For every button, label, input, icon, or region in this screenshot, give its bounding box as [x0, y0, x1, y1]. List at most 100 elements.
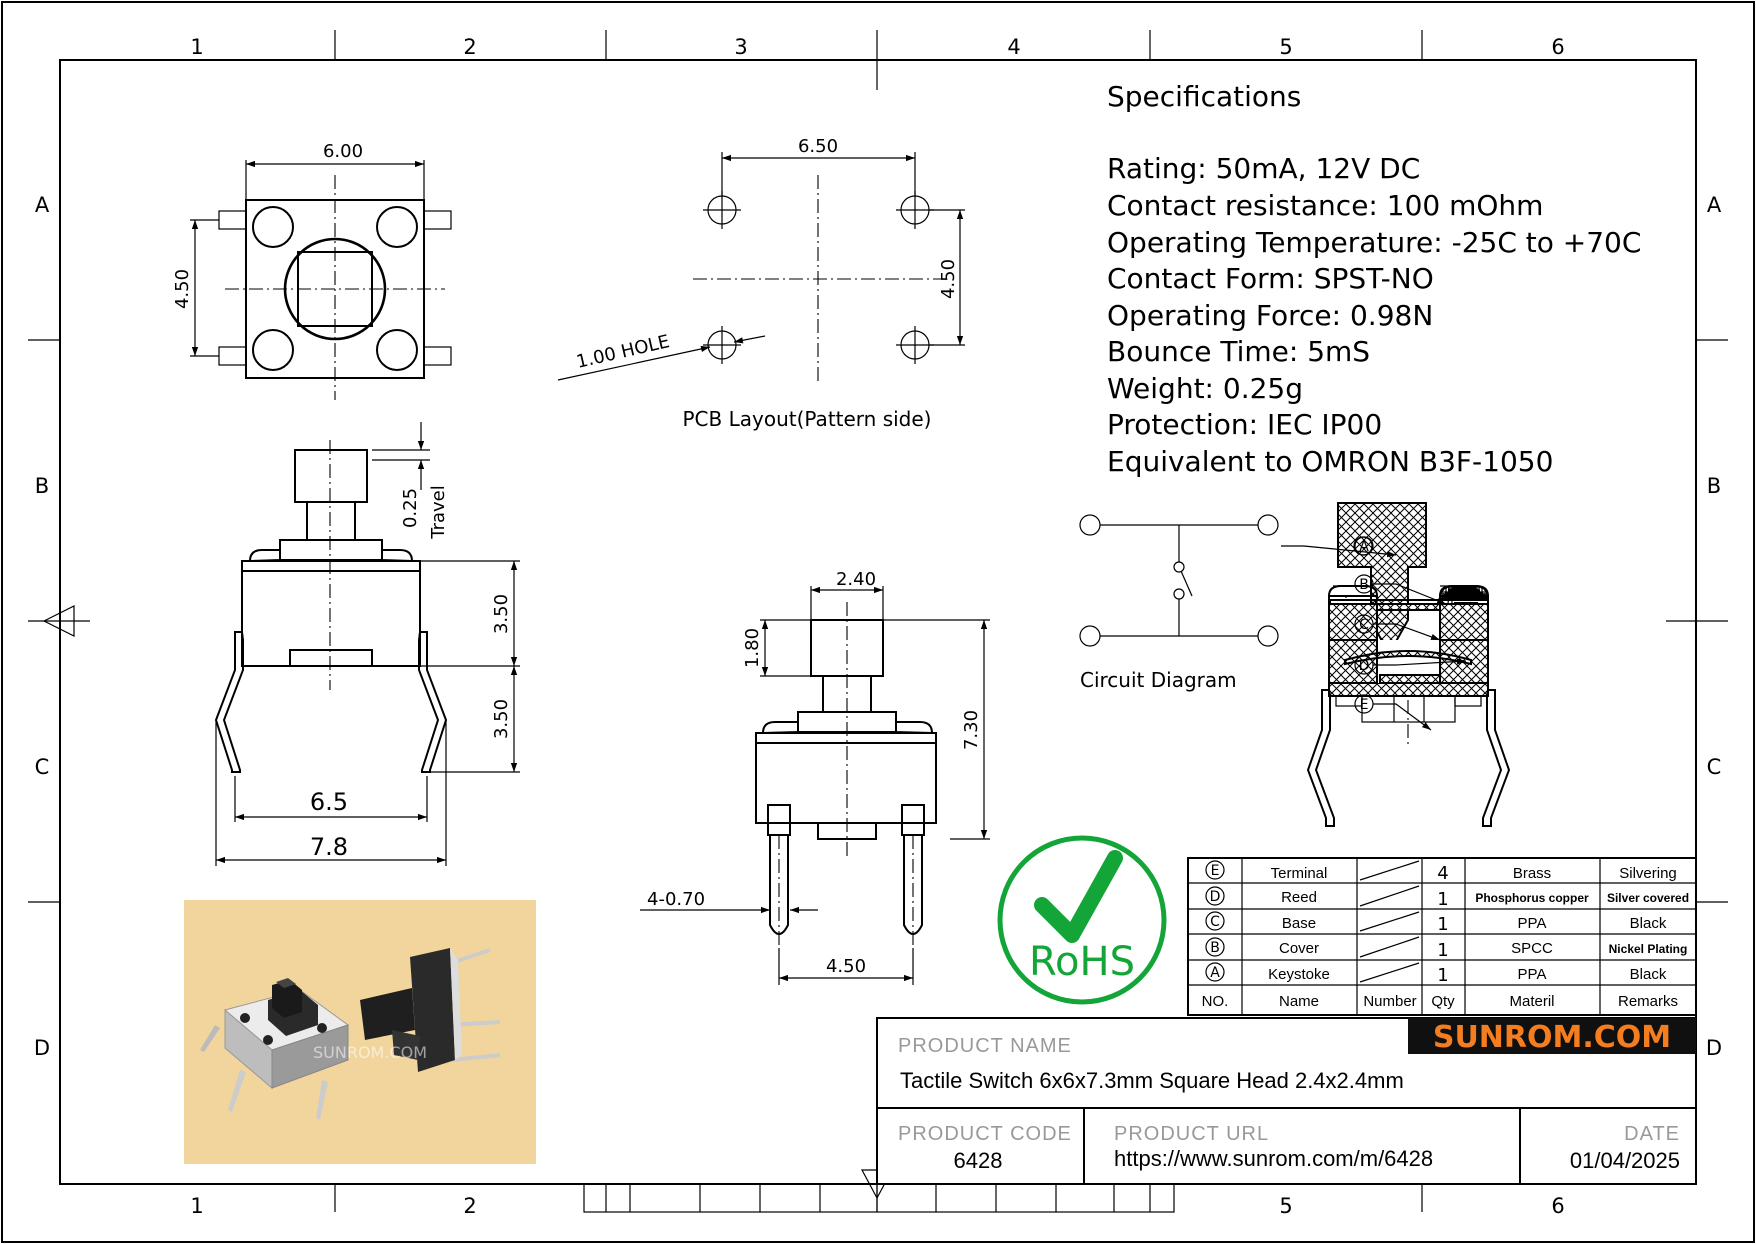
top-view: 6.00 4.50	[172, 141, 452, 400]
pin-pitch-dim: 4.50	[826, 956, 866, 977]
callout-d: D	[1359, 658, 1370, 674]
row-label-a-left: A	[35, 193, 50, 217]
col-label-1-bottom: 1	[190, 1194, 203, 1218]
row-label-b-right: B	[1707, 474, 1721, 498]
bom-table: E D C B A Terminal Reed Base Cover Keyst…	[1187, 857, 1697, 1016]
callout-b: B	[1359, 577, 1369, 593]
head-height-dim: 1.80	[742, 628, 763, 668]
side-view: 0.25 Travel 3.50 3.50 6.5 7.8	[214, 422, 520, 866]
date-value: 01/04/2025	[1570, 1148, 1680, 1173]
pin-dimension: 4-0.70	[647, 889, 705, 910]
bom-row-4-no: B	[1210, 940, 1220, 956]
bom-header-material: Materil	[1509, 993, 1554, 1010]
product-code: 6428	[954, 1148, 1003, 1173]
product-name: Tactile Switch 6x6x7.3mm Square Head 2.4…	[900, 1068, 1404, 1093]
lower-height-dim: 3.50	[491, 699, 512, 739]
spec-line-bounce-time: Bounce Time: 5mS	[1107, 335, 1370, 368]
row-label-b-left: B	[35, 474, 49, 498]
photo-watermark: SUNROM.COM	[313, 1043, 427, 1062]
col-label-6-top: 6	[1551, 35, 1564, 59]
bom-row-3-no: C	[1210, 914, 1220, 930]
callout-c: C	[1359, 617, 1369, 633]
bom-row-4-remarks: Nickel Plating	[1609, 942, 1688, 956]
spec-line-protection: Protection: IEC IP00	[1107, 408, 1382, 441]
col-label-1-top: 1	[190, 35, 203, 59]
total-height-dim: 7.30	[961, 710, 982, 750]
section-callouts: A B C D E	[1281, 536, 1467, 731]
col-label-3-top: 3	[734, 35, 747, 59]
row-label-d-right: D	[1706, 1036, 1722, 1060]
bom-header-qty: Qty	[1431, 993, 1455, 1010]
date-label: DATE	[1624, 1123, 1680, 1145]
bom-row-1-no: E	[1211, 863, 1220, 879]
spec-line-rating: Rating: 50mA, 12V DC	[1107, 152, 1420, 185]
bom-row-5-name: Keystoke	[1268, 966, 1330, 983]
circuit-diagram: Circuit Diagram	[1079, 514, 1279, 692]
product-url: https://www.sunrom.com/m/6428	[1114, 1146, 1433, 1171]
bom-header-number: Number	[1363, 993, 1416, 1010]
callout-a: A	[1359, 539, 1369, 555]
col-label-2-top: 2	[463, 35, 476, 59]
bom-row-3-name: Base	[1282, 915, 1316, 932]
top-view-height-dim: 4.50	[172, 269, 193, 309]
inner-width-dim: 6.5	[310, 788, 348, 816]
brand-banner	[1408, 1018, 1696, 1054]
row-label-c-right: C	[1707, 755, 1722, 779]
spec-line-contact-form: Contact Form: SPST-NO	[1107, 262, 1434, 295]
product-code-label: PRODUCT CODE	[898, 1123, 1072, 1145]
spec-line-operating-force: Operating Force: 0.98N	[1107, 299, 1433, 332]
callout-e: E	[1360, 697, 1369, 713]
bom-row-1-qty: 4	[1437, 863, 1448, 884]
circuit-caption: Circuit Diagram	[1080, 668, 1237, 692]
product-photo: SUNROM.COM	[184, 900, 536, 1164]
spec-title: Specifications	[1107, 80, 1301, 113]
bom-header-remarks: Remarks	[1618, 993, 1678, 1010]
specifications-block: Specifications Rating: 50mA, 12V DC Cont…	[1107, 80, 1641, 478]
bom-row-1-material: Brass	[1513, 865, 1551, 882]
front-view: 2.40 1.80 7.30 4-0.70 4.50	[640, 569, 990, 985]
product-url-label: PRODUCT URL	[1114, 1123, 1269, 1145]
bom-row-1-remarks: Silvering	[1619, 865, 1677, 882]
bom-row-2-remarks: Silver covered	[1607, 891, 1689, 905]
bom-row-5-remarks: Black	[1630, 966, 1667, 983]
spec-line-equivalent: Equivalent to OMRON B3F-1050	[1107, 445, 1553, 478]
pcb-layout-view: 6.50 4.50 1.00 HOLE PCB Layout(Pattern s…	[557, 136, 965, 431]
col-label-5-bottom: 5	[1279, 1194, 1292, 1218]
section-view	[1306, 502, 1511, 827]
product-name-label: PRODUCT NAME	[898, 1035, 1072, 1057]
col-label-6-bottom: 6	[1551, 1194, 1564, 1218]
rohs-text: RoHS	[1029, 939, 1135, 985]
pcb-hole-label: 1.00 HOLE	[574, 331, 671, 373]
bom-row-5-material: PPA	[1518, 966, 1547, 983]
brand-logo-text: SUNROM.COM	[1433, 1020, 1671, 1055]
col-label-5-top: 5	[1279, 35, 1292, 59]
col-label-2-bottom: 2	[463, 1194, 476, 1218]
title-block: SUNROM.COM PRODUCT NAME Tactile Switch 6…	[876, 1017, 1697, 1185]
rohs-mark: RoHS	[997, 835, 1167, 1005]
travel-label: Travel	[428, 485, 449, 540]
spec-line-contact-resistance: Contact resistance: 100 mOhm	[1107, 189, 1543, 222]
top-view-width-dim: 6.00	[323, 141, 363, 162]
bom-row-4-name: Cover	[1279, 940, 1319, 957]
head-width-dim: 2.40	[836, 569, 876, 590]
switch-front-image	[200, 978, 350, 1120]
switch-side-image	[360, 948, 501, 1072]
bom-row-4-material: SPCC	[1511, 940, 1553, 957]
outer-width-dim: 7.8	[310, 833, 348, 861]
bom-row-2-qty: 1	[1437, 889, 1448, 910]
row-label-d-left: D	[34, 1036, 50, 1060]
travel-dim: 0.25	[400, 488, 421, 528]
spec-line-weight: Weight: 0.25g	[1107, 372, 1303, 405]
pcb-height-dim: 4.50	[938, 259, 959, 299]
upper-height-dim: 3.50	[491, 594, 512, 634]
pcb-width-dim: 6.50	[798, 136, 838, 157]
bom-row-1-name: Terminal	[1271, 865, 1328, 882]
row-label-a-right: A	[1707, 193, 1722, 217]
bom-row-3-material: PPA	[1518, 915, 1547, 932]
bom-row-2-name: Reed	[1281, 889, 1317, 906]
bom-row-3-remarks: Black	[1630, 915, 1667, 932]
bom-header-no: NO.	[1202, 993, 1229, 1010]
col-label-4-top: 4	[1007, 35, 1020, 59]
bom-row-5-qty: 1	[1437, 965, 1448, 986]
